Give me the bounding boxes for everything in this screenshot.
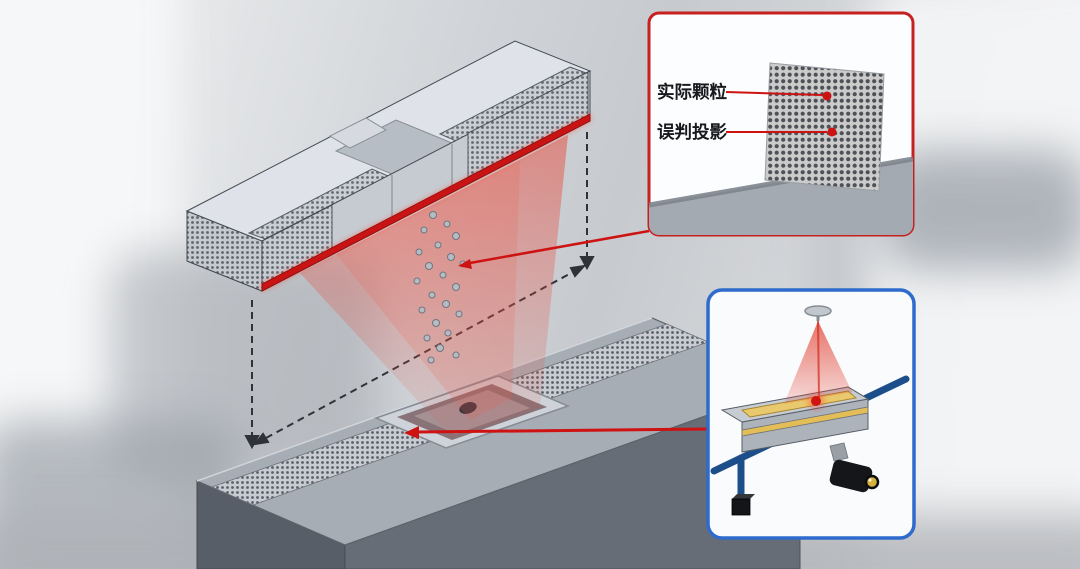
- laser-fan-beam: [300, 135, 568, 438]
- particle: [447, 253, 455, 261]
- laser-line-stripe: [261, 113, 591, 292]
- particle: [452, 351, 460, 359]
- particle: [428, 291, 436, 299]
- particle: [429, 211, 437, 219]
- sensor-device: [720, 386, 870, 453]
- particle: [439, 271, 447, 279]
- particle: [452, 232, 460, 240]
- particle: [443, 220, 451, 228]
- arrowhead-down: [579, 256, 595, 271]
- particle: [455, 310, 463, 318]
- mesh-grid-panel: [764, 62, 885, 192]
- particle: [427, 356, 435, 364]
- camera-mount: [829, 442, 849, 462]
- callout-arrows: [404, 229, 708, 439]
- scanner-bar: [185, 40, 592, 292]
- leader-arrow-top-line: [469, 229, 650, 265]
- leader-arrow-bottom-head: [404, 426, 419, 439]
- particle: [436, 344, 444, 352]
- beam-outer: [300, 135, 568, 438]
- particle: [442, 300, 450, 308]
- particle: [415, 248, 423, 256]
- sensor-front-slot: [741, 406, 869, 437]
- arrowhead-right: [569, 264, 587, 278]
- camera-body: [829, 459, 873, 493]
- camera-lens-icon: [804, 305, 832, 317]
- callout-mesh-detail: 实际颗粒 误判投影: [647, 11, 915, 237]
- particle: [444, 329, 452, 337]
- impact-particle-dot: [811, 396, 821, 406]
- particle: [432, 319, 440, 327]
- arrowhead-left: [252, 432, 270, 446]
- particle: [413, 277, 421, 285]
- particle: [418, 306, 426, 314]
- particle: [452, 283, 460, 291]
- arrowhead-down: [244, 435, 260, 450]
- camera-lens-highlight: [868, 478, 872, 482]
- particle: [425, 262, 433, 270]
- label-false-projection: 误判投影: [657, 122, 727, 142]
- leader-arrow-top-head: [458, 259, 472, 269]
- label-leader-line: [725, 91, 823, 96]
- bar-recess-block: [328, 117, 388, 149]
- particle: [420, 226, 428, 234]
- falling-particles: [413, 211, 467, 364]
- foot-cube-top: [732, 494, 755, 499]
- particle: [423, 334, 431, 342]
- leader-arrow-bottom-line: [417, 427, 708, 434]
- particle: [434, 241, 442, 249]
- beam-inner: [336, 160, 520, 420]
- actual-particle-dot: [822, 91, 832, 101]
- camera-lens-dot: [864, 474, 880, 490]
- detail-beam-center: [817, 320, 820, 399]
- false-projection-dot: [827, 127, 837, 137]
- label-actual-particle: 实际颗粒: [657, 82, 727, 102]
- foot-cube: [731, 498, 751, 516]
- callout-sensor-detail: [706, 288, 916, 540]
